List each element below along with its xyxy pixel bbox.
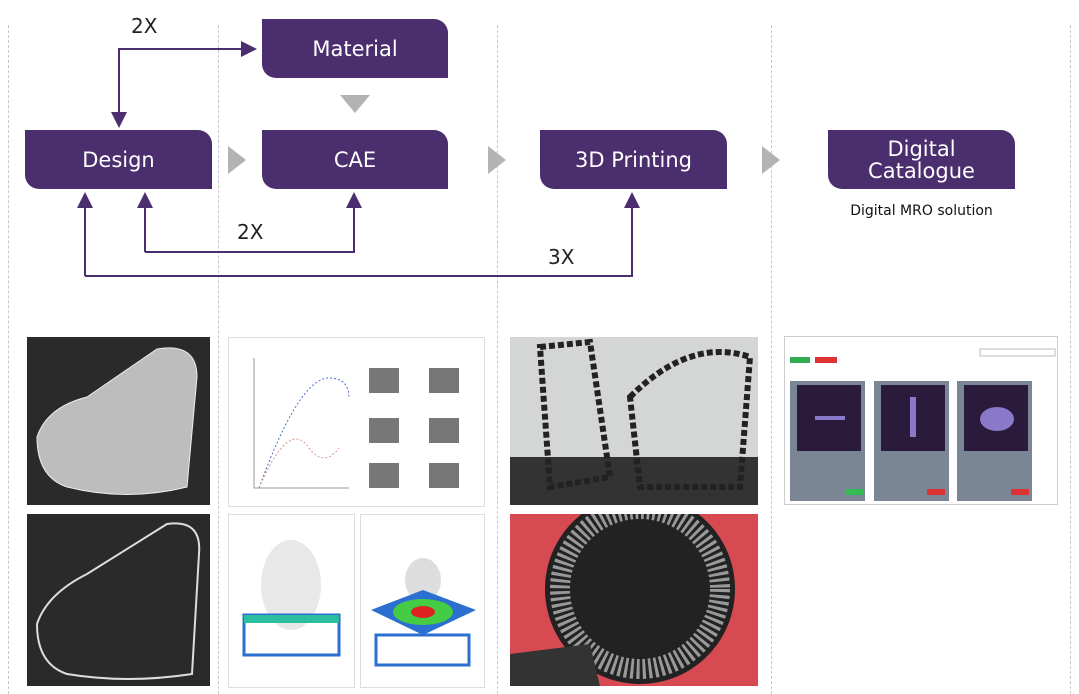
- chevron-right-icon: [488, 146, 506, 174]
- step-3d-printing: 3D Printing: [540, 130, 727, 189]
- loop-design-material: [111, 48, 255, 128]
- divider: [771, 25, 772, 694]
- step-cae: CAE: [262, 130, 448, 189]
- loop-label: 2X: [131, 14, 158, 38]
- design-lattice-voronoi: [27, 514, 210, 686]
- digital-catalogue-screenshot: [784, 336, 1058, 505]
- loop-label: 3X: [548, 245, 575, 269]
- cae-egg-model: [228, 514, 355, 688]
- printed-voronoi-parts: [510, 337, 758, 505]
- divider: [8, 25, 9, 694]
- step-design: Design: [25, 130, 212, 189]
- catalogue-caption: Digital MRO solution: [850, 203, 993, 219]
- cae-egg-stress: [360, 514, 485, 688]
- divider: [218, 25, 219, 694]
- design-lattice-triangular: [27, 337, 210, 505]
- chevron-right-icon: [762, 146, 780, 174]
- cae-chart-lattice-units: [228, 337, 485, 507]
- loop-label: 2X: [237, 220, 264, 244]
- chevron-down-icon: [340, 95, 370, 113]
- divider: [1070, 25, 1071, 694]
- chevron-right-icon: [228, 146, 246, 174]
- connectors: [77, 41, 780, 277]
- step-digital-catalogue: Digital Catalogue: [828, 130, 1015, 189]
- step-material: Material: [262, 19, 448, 78]
- divider: [497, 25, 498, 694]
- printed-helmet-insert: [510, 514, 758, 686]
